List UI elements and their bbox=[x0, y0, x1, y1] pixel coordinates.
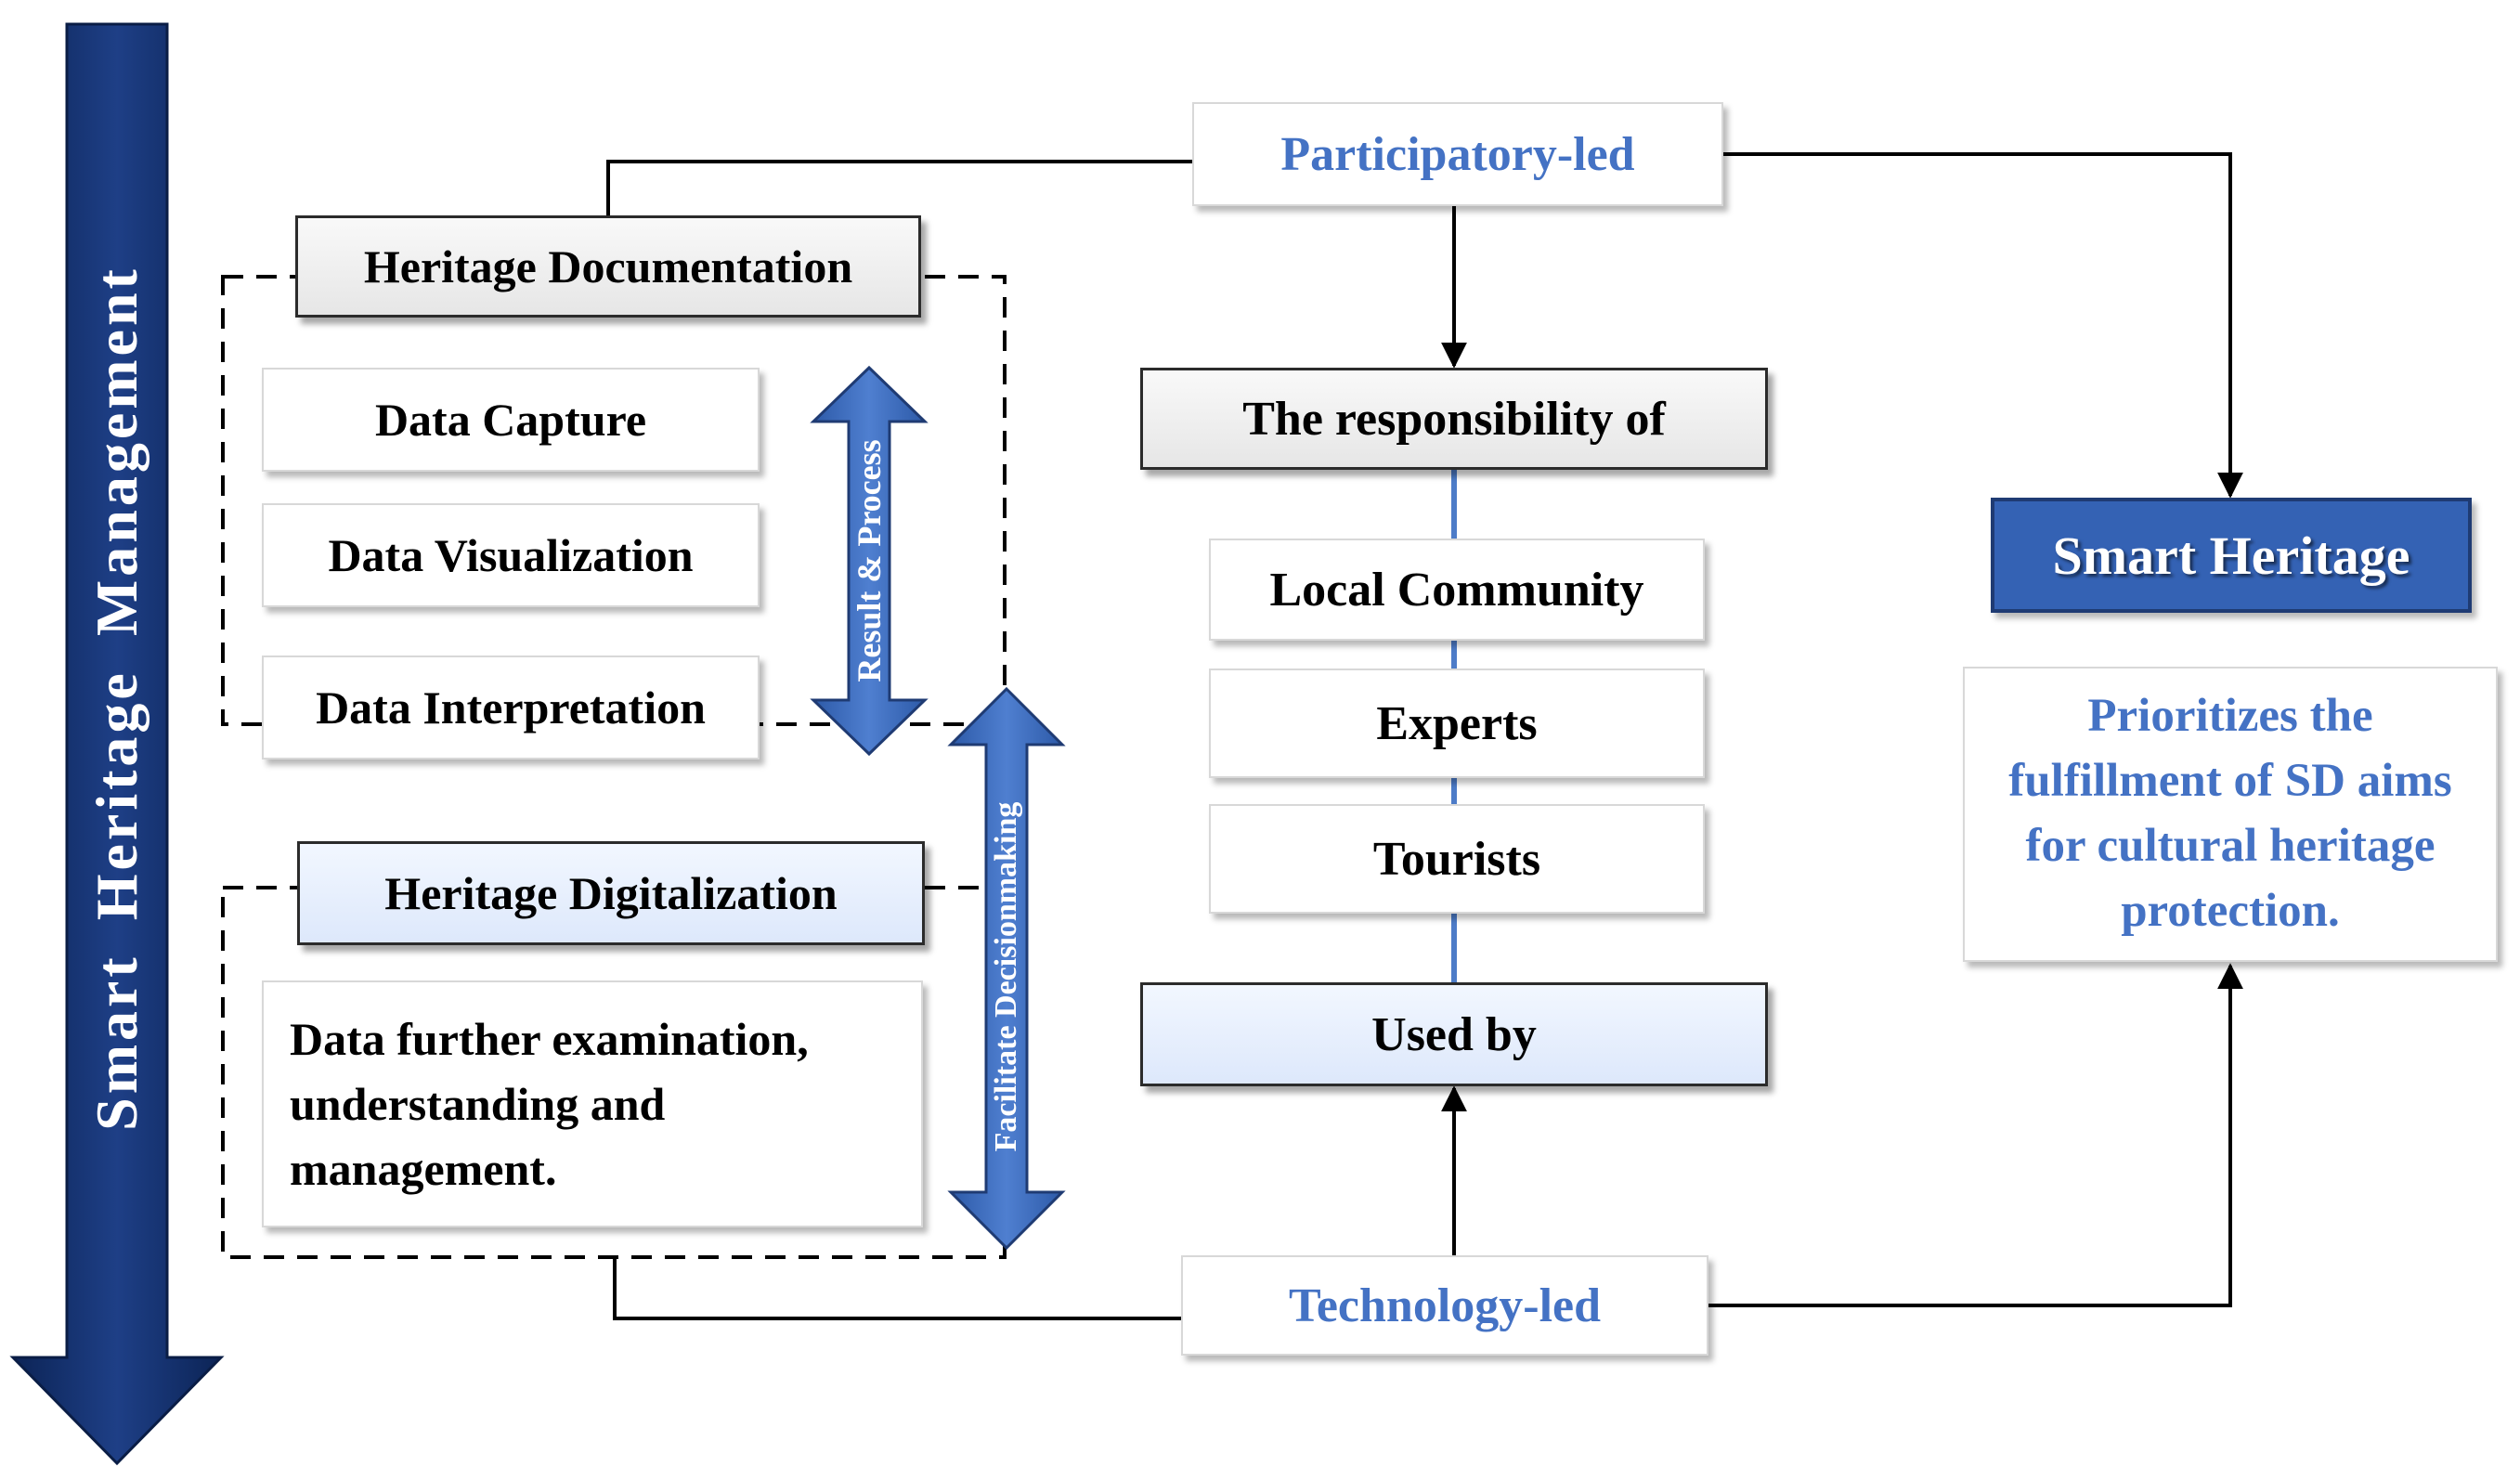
data-interpretation-box: Data Interpretation bbox=[262, 656, 760, 759]
result-process-double-arrow bbox=[810, 365, 929, 757]
experts-box: Experts bbox=[1209, 669, 1705, 778]
data-capture-box: Data Capture bbox=[262, 368, 760, 472]
local-community-box: Local Community bbox=[1209, 539, 1705, 641]
prioritizes-box: Prioritizes the fulfillment of SD aims f… bbox=[1963, 667, 2498, 962]
participatory-to-documentation-line bbox=[606, 160, 1192, 215]
technology-led-box: Technology-led bbox=[1181, 1255, 1708, 1356]
technology-to-digitalization-line bbox=[613, 1257, 1181, 1320]
smart-heritage-management-label: Smart Heritage Management bbox=[84, 266, 149, 1131]
facilitate-decision-label: Facilitate Decisionmaking bbox=[989, 801, 1023, 1152]
facilitate-decision-double-arrow bbox=[947, 686, 1066, 1251]
participatory-led-box: Participatory-led bbox=[1192, 102, 1723, 206]
participatory-to-smart-heritage-arrow bbox=[1722, 152, 2243, 499]
data-examination-box: Data further examination, understanding … bbox=[262, 980, 923, 1227]
heritage-documentation-header: Heritage Documentation bbox=[295, 215, 921, 318]
result-process-label: Result & Process bbox=[851, 439, 888, 682]
data-visualization-box: Data Visualization bbox=[262, 503, 760, 607]
technology-to-outcome-arrow bbox=[1708, 963, 2243, 1307]
used-by-header: Used by bbox=[1140, 982, 1768, 1086]
heritage-digitalization-header: Heritage Digitalization bbox=[297, 841, 925, 945]
responsibility-header: The responsibility of bbox=[1140, 368, 1768, 470]
smart-heritage-management-arrow bbox=[9, 22, 225, 1466]
smart-heritage-box: Smart Heritage bbox=[1991, 498, 2472, 613]
tourists-box: Tourists bbox=[1209, 804, 1705, 914]
